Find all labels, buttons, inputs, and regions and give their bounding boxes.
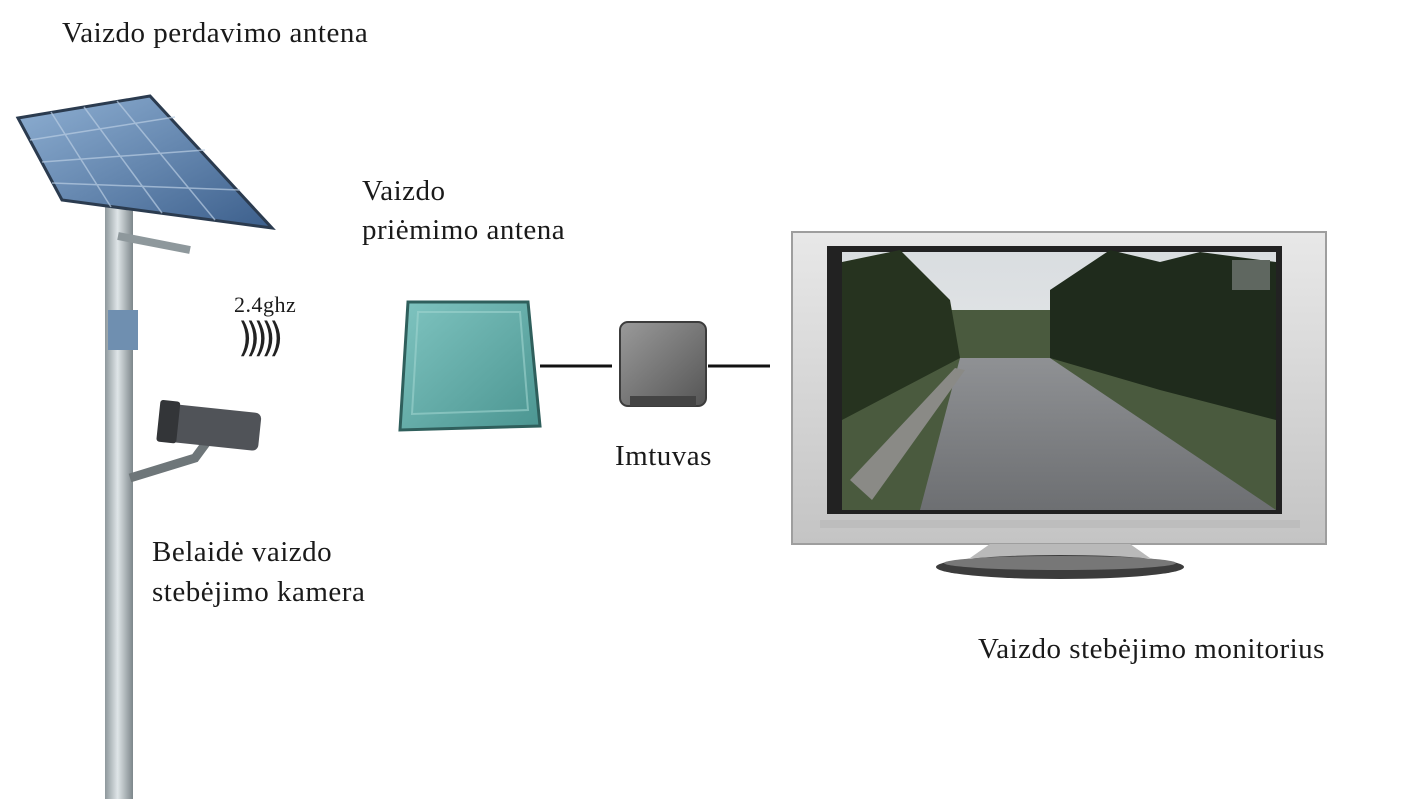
monitor-icon	[791, 231, 1327, 579]
receive-antenna	[398, 300, 542, 432]
transmit-pole	[15, 94, 276, 799]
transmitter-unit	[108, 310, 138, 350]
camera-label-line2: stebėjimo kamera	[152, 576, 366, 608]
receive-antenna-label-line1: Vaizdo	[362, 175, 446, 207]
road	[920, 358, 1276, 510]
camera-label-line1: Belaidė vaizdo	[152, 536, 333, 568]
transmit-antenna-label: Vaizdo perdavimo antena	[62, 17, 369, 49]
pole-arm	[117, 232, 191, 254]
frequency-label: 2.4ghz	[234, 292, 297, 317]
solar-panel-icon	[15, 94, 276, 231]
receive-antenna-label-line2: priėmimo antena	[362, 214, 566, 246]
receiver-label: Imtuvas	[615, 440, 712, 472]
monitor-stand	[970, 544, 1150, 558]
monitor-label: Vaizdo stebėjimo monitorius	[978, 633, 1325, 665]
radio-waves-icon: )))))	[238, 315, 283, 361]
camera-icon	[160, 403, 262, 451]
receiver-box	[619, 321, 707, 407]
pole	[105, 200, 133, 799]
